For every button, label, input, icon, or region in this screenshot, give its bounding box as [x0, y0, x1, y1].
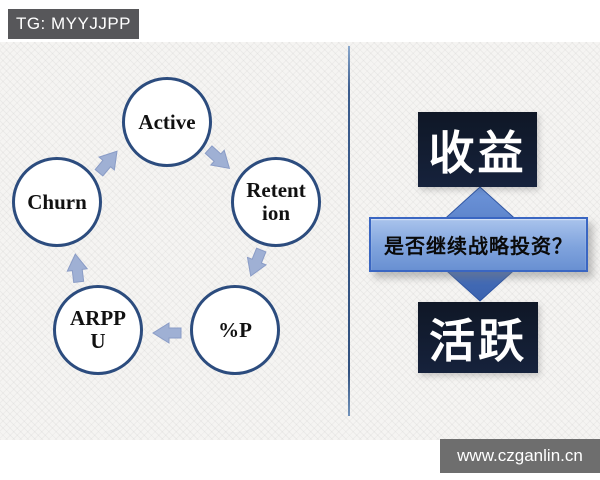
- node-label-line: Retent: [246, 178, 306, 203]
- cycle-node-arppu: ARPP U: [53, 285, 143, 375]
- tg-watermark-badge: TG: MYYJJPP: [8, 9, 139, 39]
- node-label-line: Active: [138, 109, 196, 134]
- revenue-box: 收益: [418, 112, 537, 187]
- node-label-line: %P: [218, 317, 252, 342]
- decision-banner-label: 是否继续战略投资？: [384, 236, 573, 258]
- cycle-node-percent-p: %P: [190, 285, 280, 375]
- site-watermark-badge: www.czganlin.cn: [440, 439, 600, 473]
- node-label-line: ion: [261, 201, 290, 225]
- revenue-box-label: 收益: [428, 126, 527, 179]
- active-box-label: 活跃: [429, 314, 527, 367]
- node-label-line: ARPP: [70, 306, 126, 331]
- node-label-line: U: [90, 329, 106, 353]
- site-watermark-text: www.czganlin.cn: [457, 446, 583, 465]
- panel-divider: [348, 46, 350, 416]
- cycle-node-retention: Retent ion: [231, 157, 321, 247]
- tg-watermark-text: TG: MYYJJPP: [15, 14, 132, 33]
- cycle-node-churn: Churn: [12, 157, 102, 247]
- node-label-line: Churn: [27, 189, 87, 214]
- active-box: 活跃: [418, 302, 538, 373]
- cycle-node-active: Active: [122, 77, 212, 167]
- decision-banner: 是否继续战略投资？: [369, 217, 588, 272]
